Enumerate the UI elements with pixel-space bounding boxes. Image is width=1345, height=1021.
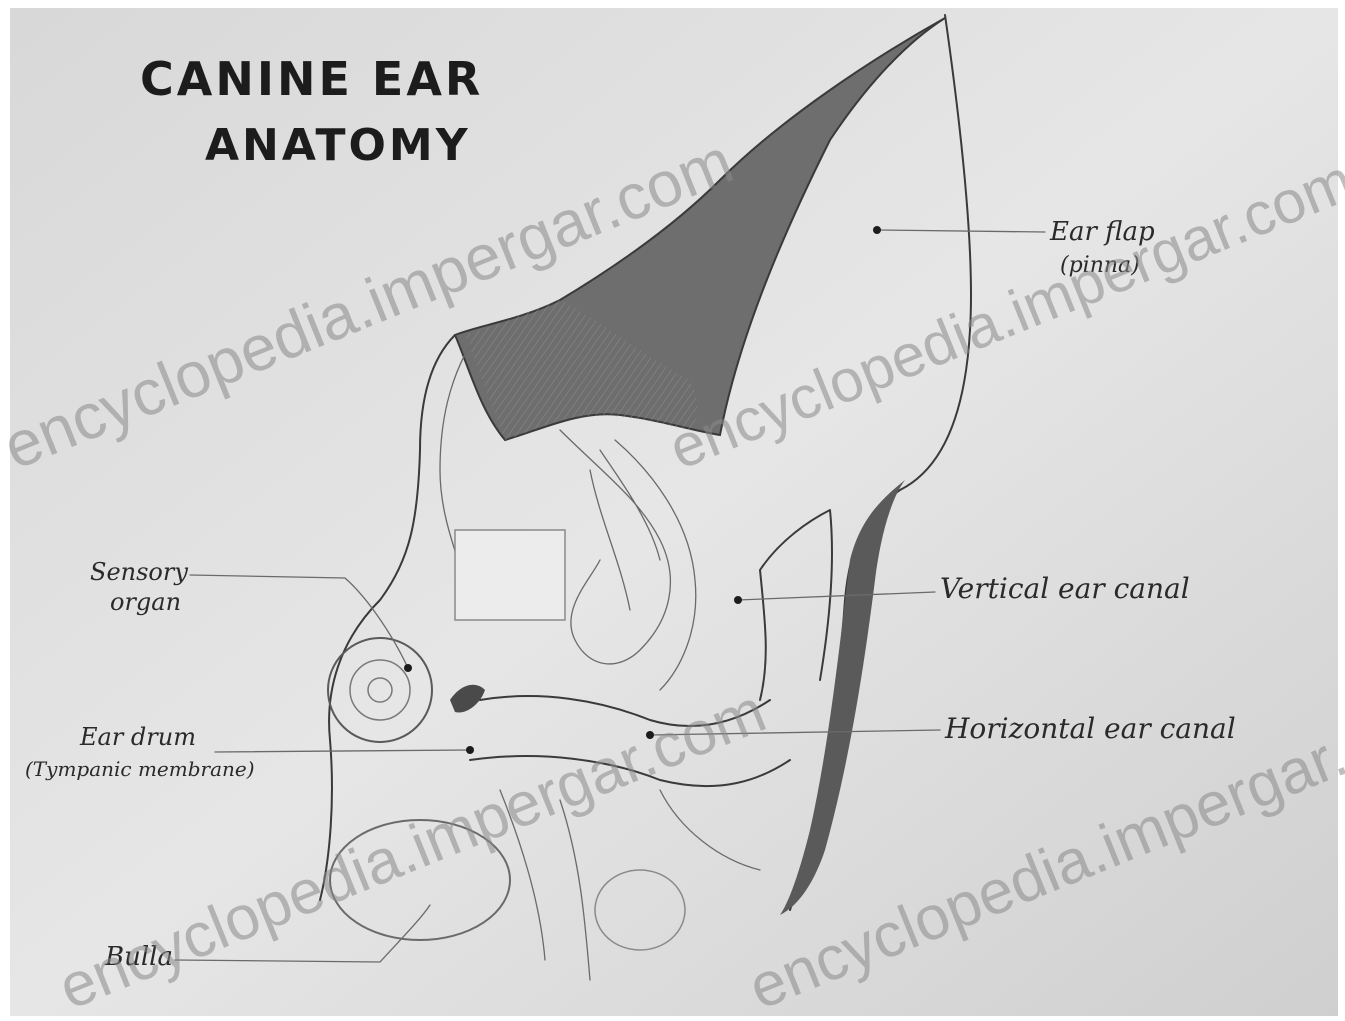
label-ear-drum-line2: (Tympanic membrane)	[25, 757, 255, 781]
label-vertical-canal: Vertical ear canal	[940, 572, 1190, 605]
dot-sensory-organ	[404, 664, 412, 672]
dot-ear-flap	[873, 226, 881, 234]
title-line-2: ANATOMY	[205, 120, 471, 171]
label-horizontal-canal: Horizontal ear canal	[944, 712, 1236, 745]
label-sensory-organ-line2: organ	[110, 588, 181, 616]
middle-ear-block	[455, 530, 565, 620]
dot-vertical-canal	[734, 596, 742, 604]
label-ear-drum-line1: Ear drum	[79, 723, 196, 751]
title-line-1: CANINE EAR	[140, 52, 483, 106]
label-sensory-organ-line1: Sensory	[90, 558, 188, 586]
dot-ear-drum	[466, 746, 474, 754]
